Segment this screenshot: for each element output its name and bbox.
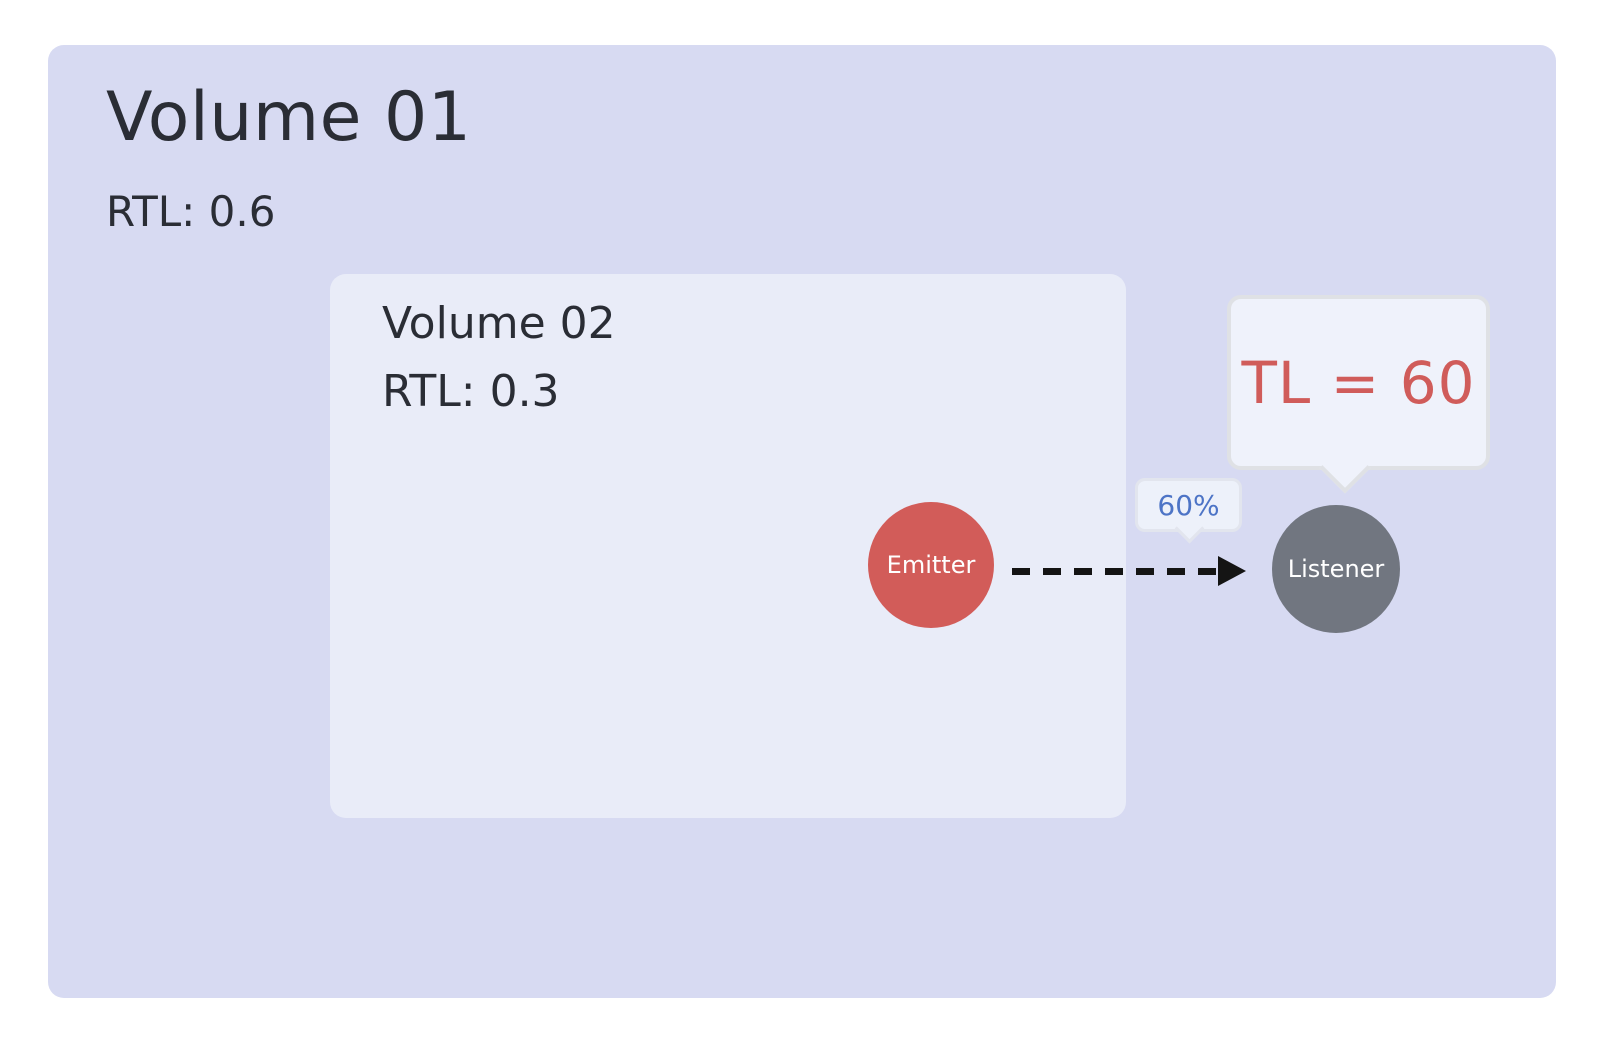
arrowhead-icon [1218,556,1246,586]
emitter-label: Emitter [886,551,976,579]
volume-01-rtl-label: RTL: 0.6 [106,187,276,236]
attenuation-arrow-dashed-line [1012,568,1218,575]
tl-callout-text: TL = 60 [1241,348,1476,417]
attenuation-badge: 60% [1135,478,1242,532]
volume-02-title: Volume 02 [382,298,616,349]
listener-label: Listener [1287,555,1385,583]
emitter-node: Emitter [868,502,994,628]
volume-01-box: Volume 01 RTL: 0.6 Volume 02 RTL: 0.3 Em… [48,45,1556,998]
tl-callout-bubble: TL = 60 [1227,295,1490,470]
volume-02-box: Volume 02 RTL: 0.3 [330,274,1126,818]
listener-node: Listener [1272,505,1400,633]
attenuation-badge-label: 60% [1157,488,1220,522]
volume-02-rtl-label: RTL: 0.3 [382,366,560,417]
volume-01-title: Volume 01 [106,78,472,157]
